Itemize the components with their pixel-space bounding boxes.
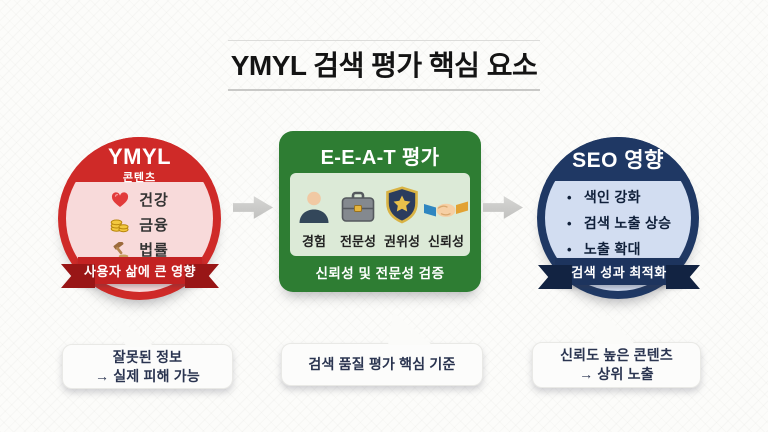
- callout-seo: 신뢰도 높은 콘텐츠 → 상위 노출: [532, 312, 701, 388]
- ymyl-subtitle: 콘텐츠: [122, 172, 157, 184]
- ymyl-title: YMYL: [107, 144, 172, 169]
- ymyl-item-label: 건강: [139, 192, 169, 209]
- page-title: YMYL 검색 평가 핵심 요소: [230, 50, 538, 81]
- seo-banner-text: 검색 성과 최적화: [571, 265, 667, 280]
- callout-ymyl: 잘못된 정보 → 실제 피해 가능: [62, 312, 233, 389]
- eeat-icon-panel: 경험 전문성 권위성 신뢰성: [290, 173, 470, 256]
- list-item: 노출 확대: [567, 239, 671, 259]
- list-item: 색인 강화: [567, 187, 671, 207]
- ymyl-item-label: 금융: [139, 217, 169, 234]
- callout-text: 신뢰도 높은 콘텐츠: [560, 347, 673, 363]
- eeat-item-label: 신뢰성: [428, 234, 464, 249]
- eeat-cell: 전문성: [336, 178, 380, 250]
- eeat-cell: 경험: [292, 178, 336, 250]
- callout-text: → 실제 피해 가능: [95, 367, 200, 384]
- callout-eeat: 검색 품질 평가 핵심 기준: [281, 312, 483, 386]
- list-item: 금융: [110, 214, 169, 235]
- seo-header: SEO 영향: [537, 137, 699, 181]
- person-icon: [296, 178, 332, 224]
- heart-icon: [110, 191, 129, 208]
- ymyl-banner-text: 사용자 삶에 큰 영향: [83, 264, 196, 279]
- coins-icon: [110, 216, 129, 233]
- callout-text: 잘못된 정보: [112, 348, 183, 365]
- handshake-icon: [424, 178, 468, 224]
- ymyl-header: YMYL 콘텐츠: [58, 137, 221, 184]
- seo-banner-ribbon: 검색 성과 최적화: [555, 258, 683, 285]
- briefcase-icon: [340, 178, 376, 224]
- ymyl-item-label: 법률: [139, 242, 169, 259]
- eeat-cell: 권위성: [380, 178, 424, 250]
- right-arrow-icon: [233, 196, 273, 219]
- shield-star-icon: [384, 178, 420, 224]
- list-item: 검색 노출 상승: [567, 213, 671, 233]
- gavel-icon: [110, 241, 129, 258]
- seo-bullet-list: 색인 강화 검색 노출 상승 노출 확대: [567, 187, 671, 259]
- ymyl-banner-ribbon: 사용자 삶에 큰 영향: [78, 257, 202, 284]
- eeat-item-label: 경험: [302, 234, 326, 249]
- seo-title: SEO 영향: [572, 149, 664, 172]
- callout-tail: [593, 312, 635, 344]
- ymyl-item-list: 건강 금융 법률: [58, 189, 221, 260]
- callout-text: → 상위 노출: [579, 366, 654, 382]
- page-title-block: YMYL 검색 평가 핵심 요소: [228, 40, 540, 91]
- callout-tail: [388, 312, 432, 345]
- eeat-title: E-E-A-T 평가: [320, 147, 440, 169]
- eeat-cell: 신뢰성: [424, 178, 468, 250]
- callout-tail: [109, 312, 155, 347]
- ymyl-node: YMYL 콘텐츠 건강 금융 법률: [58, 137, 221, 300]
- eeat-caption: 신뢰성 및 전문성 검증: [315, 266, 445, 281]
- callout-text: 검색 품질 평가 핵심 기준: [308, 356, 456, 372]
- eeat-item-label: 권위성: [384, 234, 420, 249]
- list-item: 건강: [110, 189, 169, 210]
- eeat-node: E-E-A-T 평가 경험 전문성 권위성: [279, 131, 481, 292]
- right-arrow-icon: [483, 196, 523, 219]
- eeat-item-label: 전문성: [340, 234, 376, 249]
